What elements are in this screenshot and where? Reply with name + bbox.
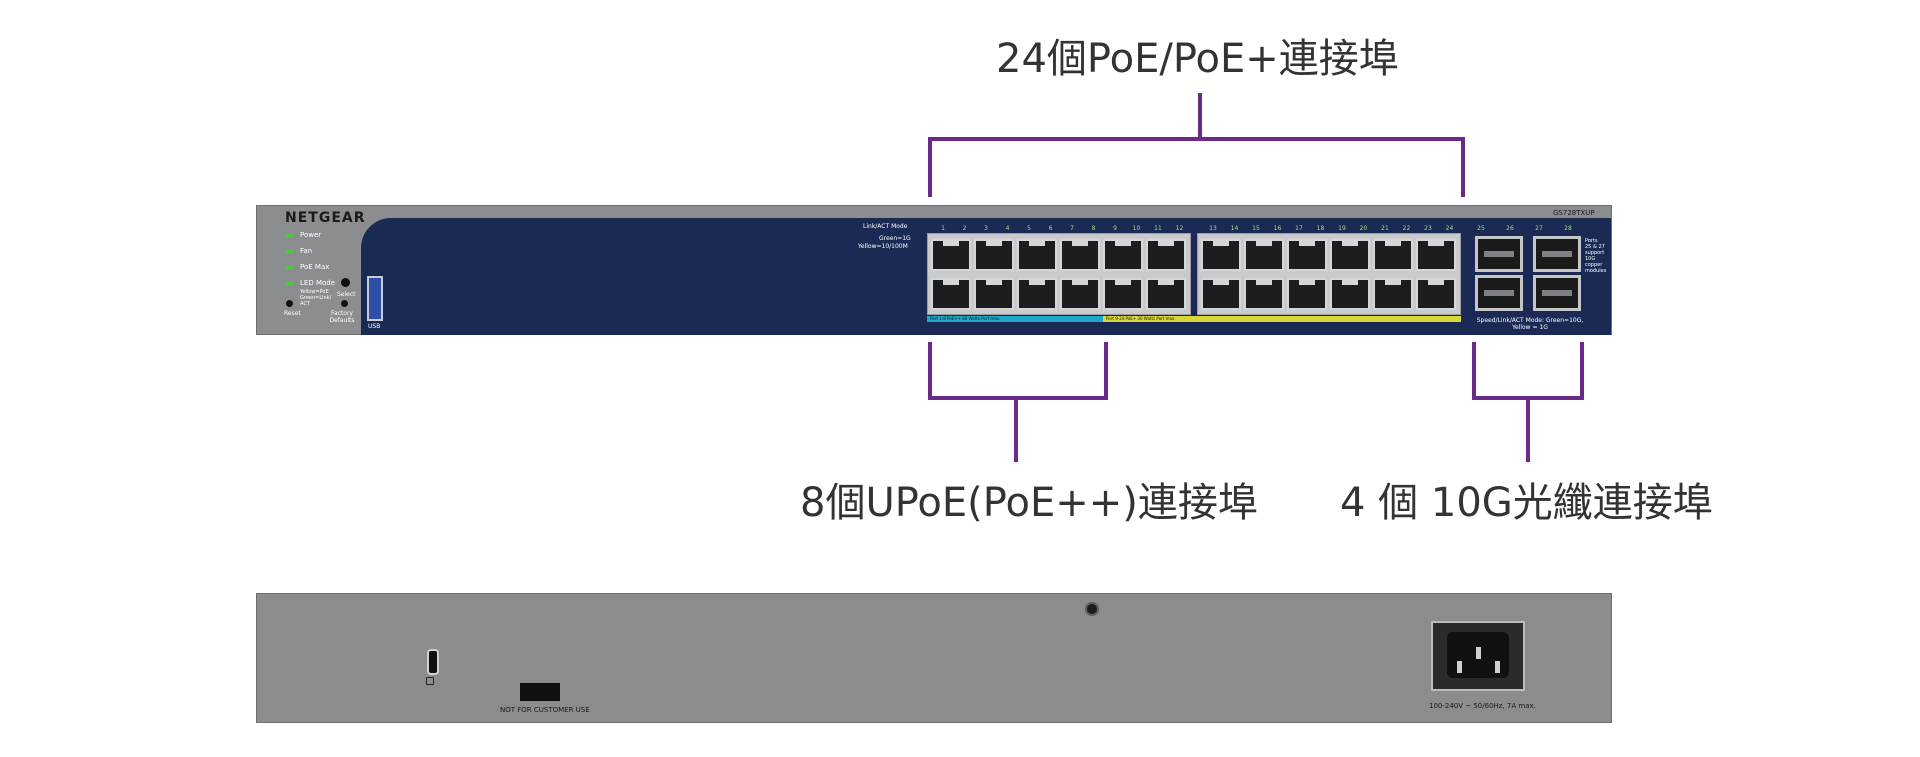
rj45-port-8[interactable]	[1060, 278, 1100, 310]
led-power: Power	[285, 229, 321, 241]
sfp-note: Ports 25 & 27 support 10G copper modules	[1585, 238, 1607, 274]
port-number-label: 10	[1132, 225, 1141, 232]
sfp-number-label: 25	[1477, 225, 1485, 232]
power-rating-label: 100-240V ~ 50/60Hz, 7A max.	[1429, 702, 1536, 710]
model-label: GS728TXUP	[1553, 209, 1595, 217]
led-indicator	[285, 264, 294, 270]
port-number-label: 9	[1113, 225, 1117, 232]
port-number-label: 21	[1381, 225, 1389, 232]
rj45-port-20[interactable]	[1330, 278, 1370, 310]
port-number-label: 1	[941, 225, 945, 232]
port-number-label: 16	[1273, 225, 1282, 232]
rj45-port-5[interactable]	[1017, 239, 1057, 271]
rj45-port-14[interactable]	[1201, 278, 1241, 310]
sfp-number-label: 28	[1564, 225, 1572, 232]
sfp-port-26[interactable]	[1475, 275, 1523, 311]
speed-legend-yellow: Yellow=10/100M	[858, 243, 908, 250]
rj45-port-16[interactable]	[1244, 278, 1284, 310]
port-number-label: 13	[1209, 225, 1217, 232]
usb-port[interactable]	[367, 276, 383, 321]
callout-upoe-ports: 8個UPoE(PoE++)連接埠	[800, 480, 1258, 526]
port-number-label: 4	[1005, 225, 1010, 232]
port-number-label: 12	[1175, 225, 1184, 232]
select-button[interactable]	[341, 278, 350, 287]
led-poe-max: PoE Max	[285, 261, 329, 273]
port-number-label: 20	[1359, 225, 1368, 232]
not-for-customer-label: NOT FOR CUSTOMER USE	[500, 706, 590, 714]
sfp-number-label: 26	[1506, 225, 1514, 232]
led-mode-note: Yellow=PoE Green=Link/ ACT	[300, 289, 332, 307]
sfp-port-27[interactable]	[1533, 236, 1581, 272]
port-number-label: 5	[1027, 225, 1031, 232]
rj45-port-9[interactable]	[1103, 239, 1143, 271]
select-label: Select	[337, 291, 356, 298]
kensington-lock-slot[interactable]	[427, 649, 439, 675]
callout-fiber-ports: 4 個 10G光纖連接埠	[1340, 480, 1713, 526]
link-act-mode-label: Link/ACT Mode	[863, 223, 908, 230]
rj45-port-24[interactable]	[1416, 278, 1456, 310]
rj45-port-4[interactable]	[974, 278, 1014, 310]
port-number-label: 23	[1424, 225, 1432, 232]
rj45-port-23[interactable]	[1416, 239, 1456, 271]
usb-label: USB	[368, 323, 381, 330]
rj45-port-10[interactable]	[1103, 278, 1143, 310]
service-port	[520, 683, 560, 701]
rj45-port-1[interactable]	[931, 239, 971, 271]
rj45-port-13[interactable]	[1201, 239, 1241, 271]
factory-defaults-button[interactable]	[341, 300, 348, 307]
reset-button[interactable]	[286, 300, 293, 307]
port-number-label: 14	[1230, 225, 1239, 232]
sfp-number-label: 27	[1535, 225, 1543, 232]
sfp-port-28[interactable]	[1533, 275, 1581, 311]
rj45-port-18[interactable]	[1287, 278, 1327, 310]
port-number-label: 22	[1402, 225, 1411, 232]
led-indicator	[285, 280, 294, 286]
port-number-label: 7	[1070, 225, 1074, 232]
brand-logo: NETGEAR	[285, 210, 366, 226]
rj45-port-17[interactable]	[1287, 239, 1327, 271]
mounting-screw	[1085, 602, 1099, 616]
reset-label: Reset	[284, 310, 301, 317]
led-fan: Fan	[285, 245, 312, 257]
led-indicator	[285, 248, 294, 254]
rj45-port-11[interactable]	[1146, 239, 1186, 271]
switch-front-panel: NETGEAR GS728TXUP Power Fan PoE Max LED …	[256, 205, 1612, 335]
port-number-label: 15	[1252, 225, 1260, 232]
lock-icon	[426, 677, 434, 685]
switch-rear-panel: NOT FOR CUSTOMER USE 100-240V ~ 50/60Hz,…	[256, 593, 1612, 723]
rj45-port-19[interactable]	[1330, 239, 1370, 271]
speed-legend-green: Green=1G	[879, 235, 911, 242]
upoe-strip: Port 1-8 PoE++ 60 Watts Port max.	[927, 316, 1103, 322]
port-number-label: 18	[1316, 225, 1325, 232]
poe-strip: Port 9-24 PoE+ 30 Watts Port max.	[1103, 316, 1461, 322]
led-indicator	[285, 232, 294, 238]
rj45-port-22[interactable]	[1373, 278, 1413, 310]
port-number-label: 19	[1338, 225, 1346, 232]
led-mode: LED Mode	[285, 277, 335, 289]
rj45-port-3[interactable]	[974, 239, 1014, 271]
sfp-mode-legend: Speed/Link/ACT Mode: Green=10G, Yellow =…	[1476, 317, 1584, 331]
power-inlet[interactable]	[1431, 621, 1525, 691]
port-number-label: 8	[1091, 225, 1096, 232]
port-number-label: 11	[1154, 225, 1162, 232]
rj45-port-21[interactable]	[1373, 239, 1413, 271]
rj45-port-7[interactable]	[1060, 239, 1100, 271]
port-number-label: 17	[1295, 225, 1303, 232]
factory-defaults-label: Factory Defaults	[329, 310, 355, 324]
rj45-port-2[interactable]	[931, 278, 971, 310]
rj45-port-15[interactable]	[1244, 239, 1284, 271]
rj45-port-12[interactable]	[1146, 278, 1186, 310]
port-number-label: 3	[984, 225, 988, 232]
rj45-port-6[interactable]	[1017, 278, 1057, 310]
port-number-label: 6	[1048, 225, 1053, 232]
sfp-port-25[interactable]	[1475, 236, 1523, 272]
callout-poe-ports: 24個PoE/PoE+連接埠	[996, 36, 1399, 82]
port-number-label: 24	[1445, 225, 1454, 232]
port-number-label: 2	[962, 225, 967, 232]
